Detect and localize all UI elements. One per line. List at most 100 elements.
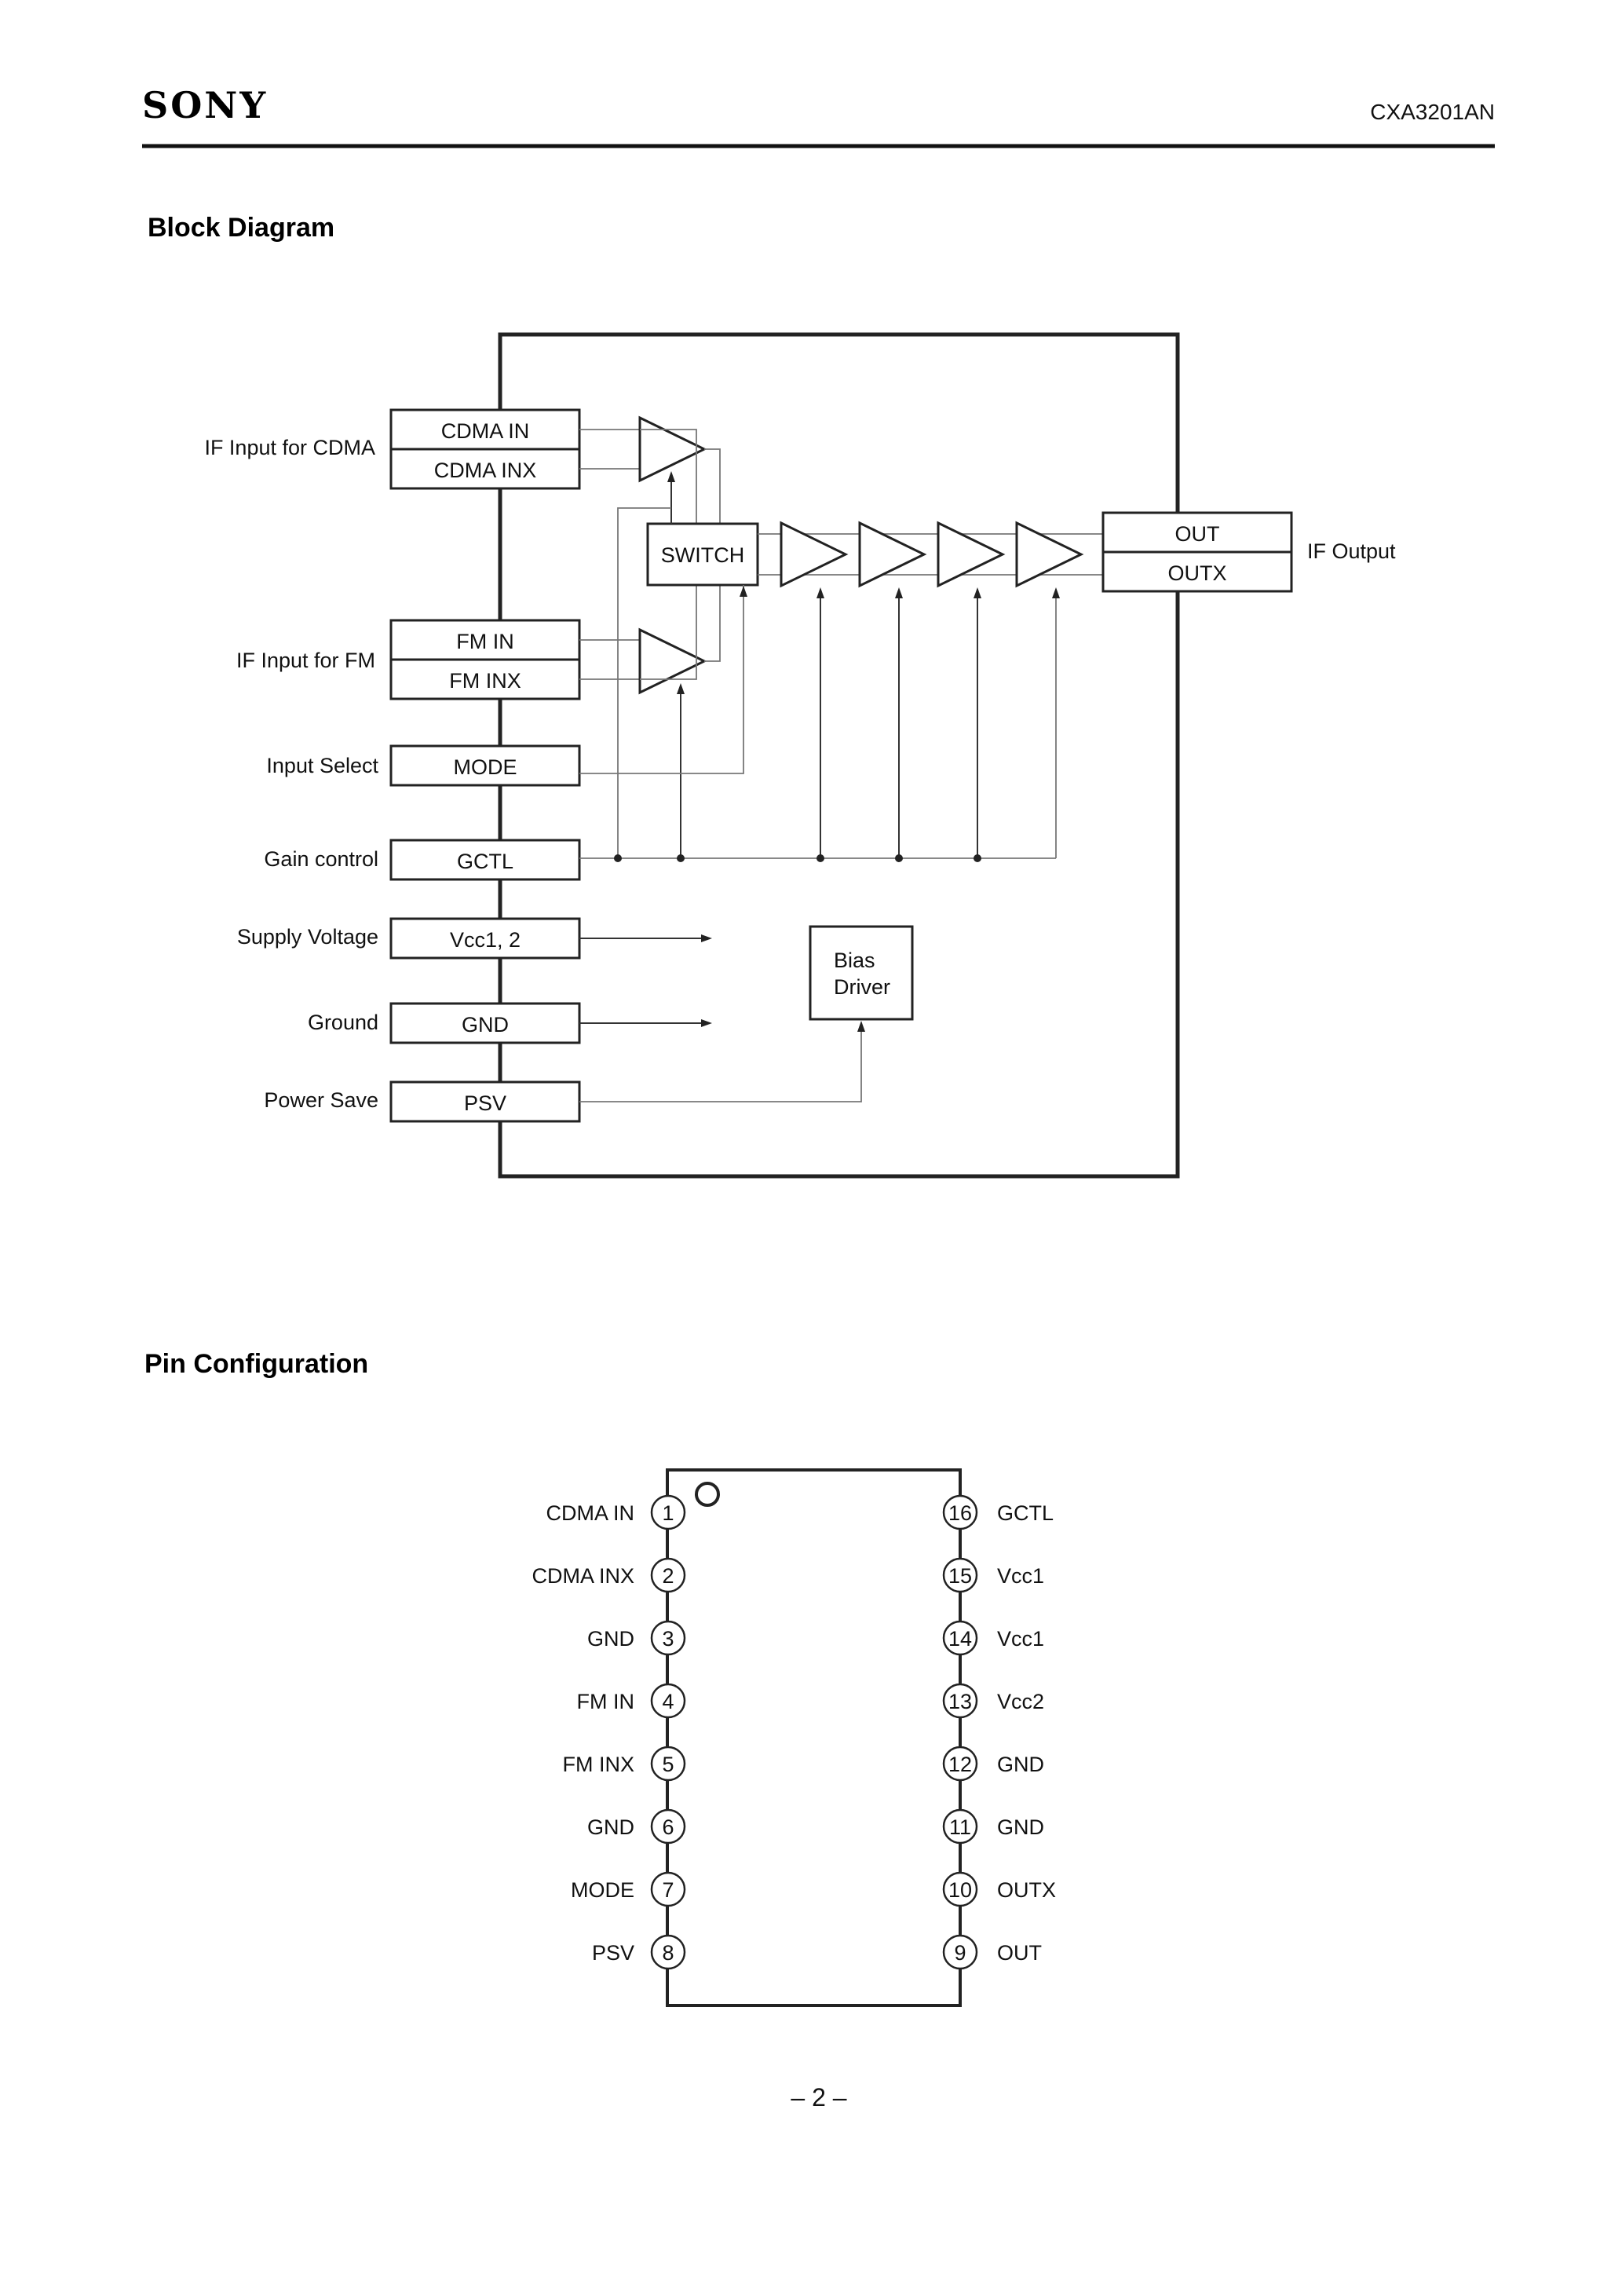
pin-row-left: 5 FM INX <box>563 1746 686 1782</box>
pin-name: GND <box>587 1627 634 1651</box>
input-amplifiers <box>638 415 707 695</box>
pin-name: FM INX <box>563 1753 635 1776</box>
amp-chain-wires <box>758 533 1103 576</box>
pin-circle <box>942 1683 978 1719</box>
pin-circle <box>650 1808 686 1844</box>
pin-row-right: 10 OUTX <box>942 1871 1056 1907</box>
pin-number: 4 <box>662 1690 674 1713</box>
label-input-select: Input Select <box>266 754 378 777</box>
page-number: – 2 – <box>791 2083 846 2111</box>
pin-number: 8 <box>662 1941 674 1965</box>
pin-circle <box>942 1871 978 1907</box>
pin-circle <box>942 1746 978 1782</box>
vcc-pin-box <box>389 917 581 960</box>
pin-row-left: 7 MODE <box>571 1871 686 1907</box>
pin-circle <box>942 1808 978 1844</box>
pin-name: GCTL <box>997 1501 1054 1525</box>
pin-circle <box>650 1557 686 1593</box>
pin-number: 16 <box>948 1501 972 1525</box>
pin-vcc: Vcc1, 2 <box>450 928 521 952</box>
pin-fm-in: FM IN <box>456 630 514 653</box>
label-if-output: IF Output <box>1307 539 1396 563</box>
pin-circle <box>650 1683 686 1719</box>
pin-circle <box>650 1871 686 1907</box>
pin-circle <box>942 1557 978 1593</box>
pin-number: 10 <box>948 1878 972 1902</box>
cdma-amplifier <box>638 415 707 483</box>
pin-row-right: 13 Vcc2 <box>942 1683 1044 1719</box>
pin-row-left: 1 CDMA IN <box>546 1494 686 1530</box>
pin-number: 1 <box>662 1501 674 1525</box>
pin-name: CDMA IN <box>546 1501 634 1525</box>
block-diagram-title: Block Diagram <box>148 213 334 243</box>
pin-number: 3 <box>662 1627 674 1651</box>
pin-number: 14 <box>948 1627 972 1651</box>
bias-driver-block <box>809 925 914 1021</box>
pin-name: OUTX <box>997 1878 1056 1902</box>
label-if-cdma: IF Input for CDMA <box>204 436 375 459</box>
pin-cdma-in: CDMA IN <box>441 419 530 443</box>
pin-name: Vcc2 <box>997 1690 1044 1713</box>
gain-arrows-input <box>667 471 685 858</box>
gctl-pin-box <box>389 839 581 881</box>
pin-number: 13 <box>948 1690 972 1713</box>
pin-number: 5 <box>662 1753 674 1776</box>
label-gain-control: Gain control <box>264 847 378 871</box>
amp-stage-2 <box>858 521 927 588</box>
gnd-pin-box <box>389 1002 581 1044</box>
pin-circle <box>650 1620 686 1656</box>
pin-circle <box>650 1934 686 1970</box>
sony-logo: SONY <box>142 84 268 126</box>
amp-stage-1 <box>780 521 849 588</box>
pin-out: OUT <box>1175 522 1220 546</box>
label-ground: Ground <box>308 1011 378 1034</box>
pin-row-left: 4 FM IN <box>577 1683 686 1719</box>
pin-number: 9 <box>954 1941 966 1965</box>
pin-circle <box>942 1620 978 1656</box>
pin-circle <box>650 1746 686 1782</box>
chip-outline <box>498 332 1180 1179</box>
pin-name: OUT <box>997 1941 1042 1965</box>
pin-fm-inx: FM INX <box>449 669 521 693</box>
psv-wire <box>579 1021 865 1102</box>
label-power-save: Power Save <box>264 1088 378 1112</box>
pin-name: MODE <box>571 1878 634 1902</box>
pin-number: 7 <box>662 1878 674 1902</box>
label-supply-voltage: Supply Voltage <box>237 925 378 949</box>
pin-gctl: GCTL <box>457 850 513 873</box>
pin-name: FM IN <box>577 1690 635 1713</box>
pin-name: Vcc1 <box>997 1627 1044 1651</box>
supply-arrows <box>579 934 712 1027</box>
pin-name: CDMA INX <box>532 1564 634 1588</box>
pin-row-right: 14 Vcc1 <box>942 1620 1044 1656</box>
pin-circle <box>650 1494 686 1530</box>
pin1-marker <box>695 1482 720 1507</box>
pin-row-left: 6 GND <box>587 1808 686 1844</box>
switch-label: SWITCH <box>661 543 744 567</box>
input-wires <box>579 429 640 680</box>
gctl-bus <box>579 507 1060 862</box>
pin-row-left: 3 GND <box>587 1620 686 1656</box>
fm-amplifier <box>638 627 707 695</box>
package-outline <box>666 1468 962 2007</box>
pin-boxes: CDMA IN CDMA INX FM IN FM INX MODE GCTL … <box>389 408 581 1123</box>
amp-stage-4 <box>1015 521 1084 588</box>
part-number: CXA3201AN <box>1370 100 1495 124</box>
pin-outx: OUTX <box>1167 561 1226 585</box>
bias-label-line1: Bias <box>834 949 875 972</box>
amp-stage-3 <box>937 521 1006 588</box>
pin-row-right: 9 OUT <box>942 1934 1042 1970</box>
mode-wire <box>579 585 747 774</box>
left-labels: IF Input for CDMA IF Input for FM Input … <box>204 436 378 1112</box>
pin-name: GND <box>587 1815 634 1839</box>
pin-number: 6 <box>662 1815 674 1839</box>
pin-circle <box>942 1494 978 1530</box>
pin-row-right: 16 GCTL <box>942 1494 1054 1530</box>
pin-psv: PSV <box>464 1091 506 1115</box>
pin-number: 2 <box>662 1564 674 1588</box>
pin-row-left: 2 CDMA INX <box>532 1557 686 1593</box>
